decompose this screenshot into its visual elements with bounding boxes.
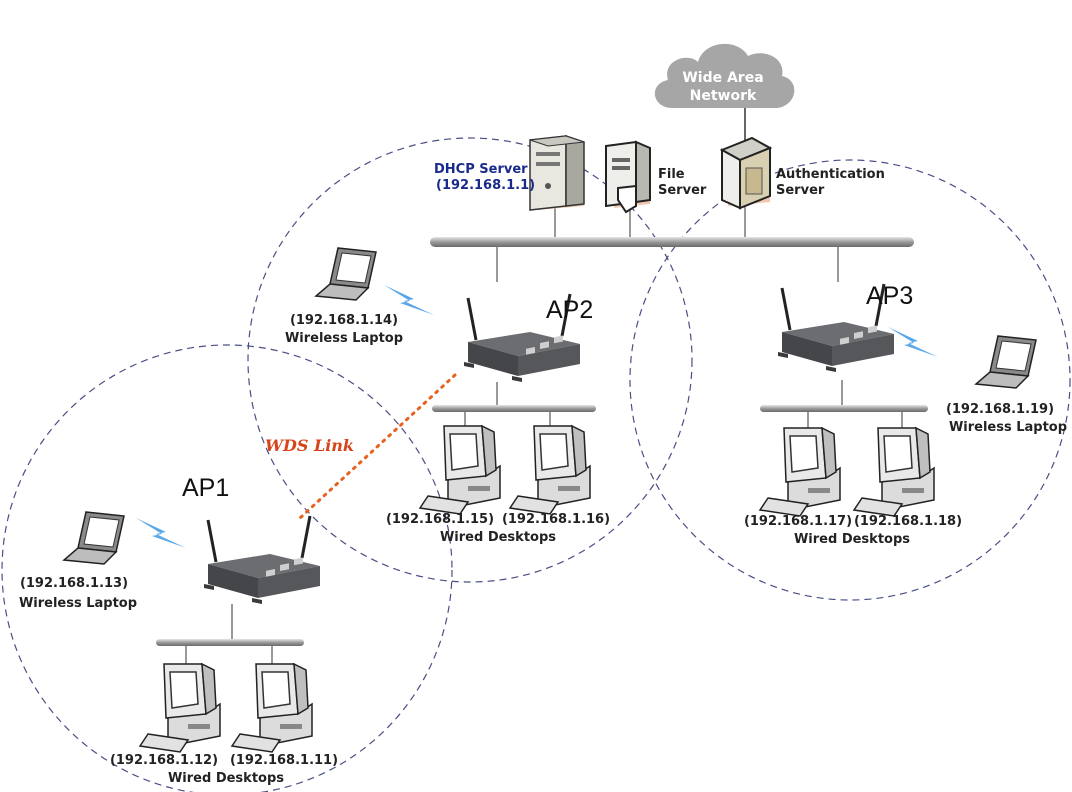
dhcp-server-name: DHCP Server — [434, 162, 528, 177]
ap2-desktops-label: Wired Desktops — [440, 530, 556, 545]
ap1-desktop-right-icon — [231, 663, 313, 753]
file-server-line2: Server — [658, 183, 707, 198]
ap3-lan-bar — [760, 405, 928, 412]
ap1-device-icon — [202, 514, 322, 606]
ap1-laptop-label: Wireless Laptop — [19, 596, 137, 611]
ap3-laptop-icon — [975, 335, 1037, 389]
dhcp-server-ip: (192.168.1.1) — [436, 178, 535, 193]
ap2-desktop-right-ip: (192.168.1.16) — [502, 512, 610, 527]
ap1-lan-bar — [156, 639, 304, 646]
ap2-coverage-circle — [247, 137, 693, 583]
ap3-laptop-label: Wireless Laptop — [949, 420, 1067, 435]
ap1-desktop-left-ip: (192.168.1.12) — [110, 753, 218, 768]
file-server-line1: File — [658, 167, 685, 182]
file-server-icon — [605, 140, 651, 214]
authentication-server-line1: Authentication — [776, 167, 885, 182]
ap3-coverage-circle — [629, 159, 1071, 601]
ap3-laptop-ip: (192.168.1.19) — [946, 402, 1054, 417]
ap1-desktop-left-icon — [139, 663, 221, 753]
ap1-desktops-label: Wired Desktops — [168, 771, 284, 786]
wan-label-1: Wide Area — [682, 70, 763, 86]
ap1-wireless-signal-icon — [136, 518, 186, 548]
ap1-coverage-circle — [1, 344, 453, 792]
authentication-server-line2: Server — [776, 183, 825, 198]
server-backbone — [430, 237, 914, 247]
ap2-desktop-right-icon — [509, 425, 591, 515]
ap1-laptop-icon — [63, 511, 125, 565]
ap2-wireless-signal-icon — [384, 285, 434, 315]
wan-label-2: Network — [690, 88, 757, 104]
authentication-server-icon — [719, 136, 773, 210]
ap2-label: AP2 — [546, 296, 593, 324]
ap1-label: AP1 — [182, 474, 229, 502]
dhcp-server-icon — [529, 134, 585, 211]
ap2-lan-bar — [432, 405, 596, 412]
ap3-label: AP3 — [866, 282, 913, 310]
ap1-desktop-right-ip: (192.168.1.11) — [230, 753, 338, 768]
wds-link-line — [298, 373, 457, 520]
ap2-laptop-icon — [315, 247, 377, 301]
wan-cloud: Wide Area Network — [654, 43, 795, 108]
ap3-desktop-left-icon — [759, 427, 841, 517]
ap3-desktop-left-ip: (192.168.1.17) — [744, 514, 852, 529]
ap1-laptop-ip: (192.168.1.13) — [20, 576, 128, 591]
ap3-desktops-label: Wired Desktops — [794, 532, 910, 547]
ap3-desktop-right-ip: (192.168.1.18) — [854, 514, 962, 529]
ap3-wireless-signal-icon — [888, 327, 938, 357]
ap2-laptop-label: Wireless Laptop — [285, 331, 403, 346]
ap2-laptop-ip: (192.168.1.14) — [290, 313, 398, 328]
ap2-desktop-left-ip: (192.168.1.15) — [386, 512, 494, 527]
wds-link-label: WDS Link — [265, 436, 354, 455]
ap3-desktop-right-icon — [853, 427, 935, 517]
ap2-desktop-left-icon — [419, 425, 501, 515]
